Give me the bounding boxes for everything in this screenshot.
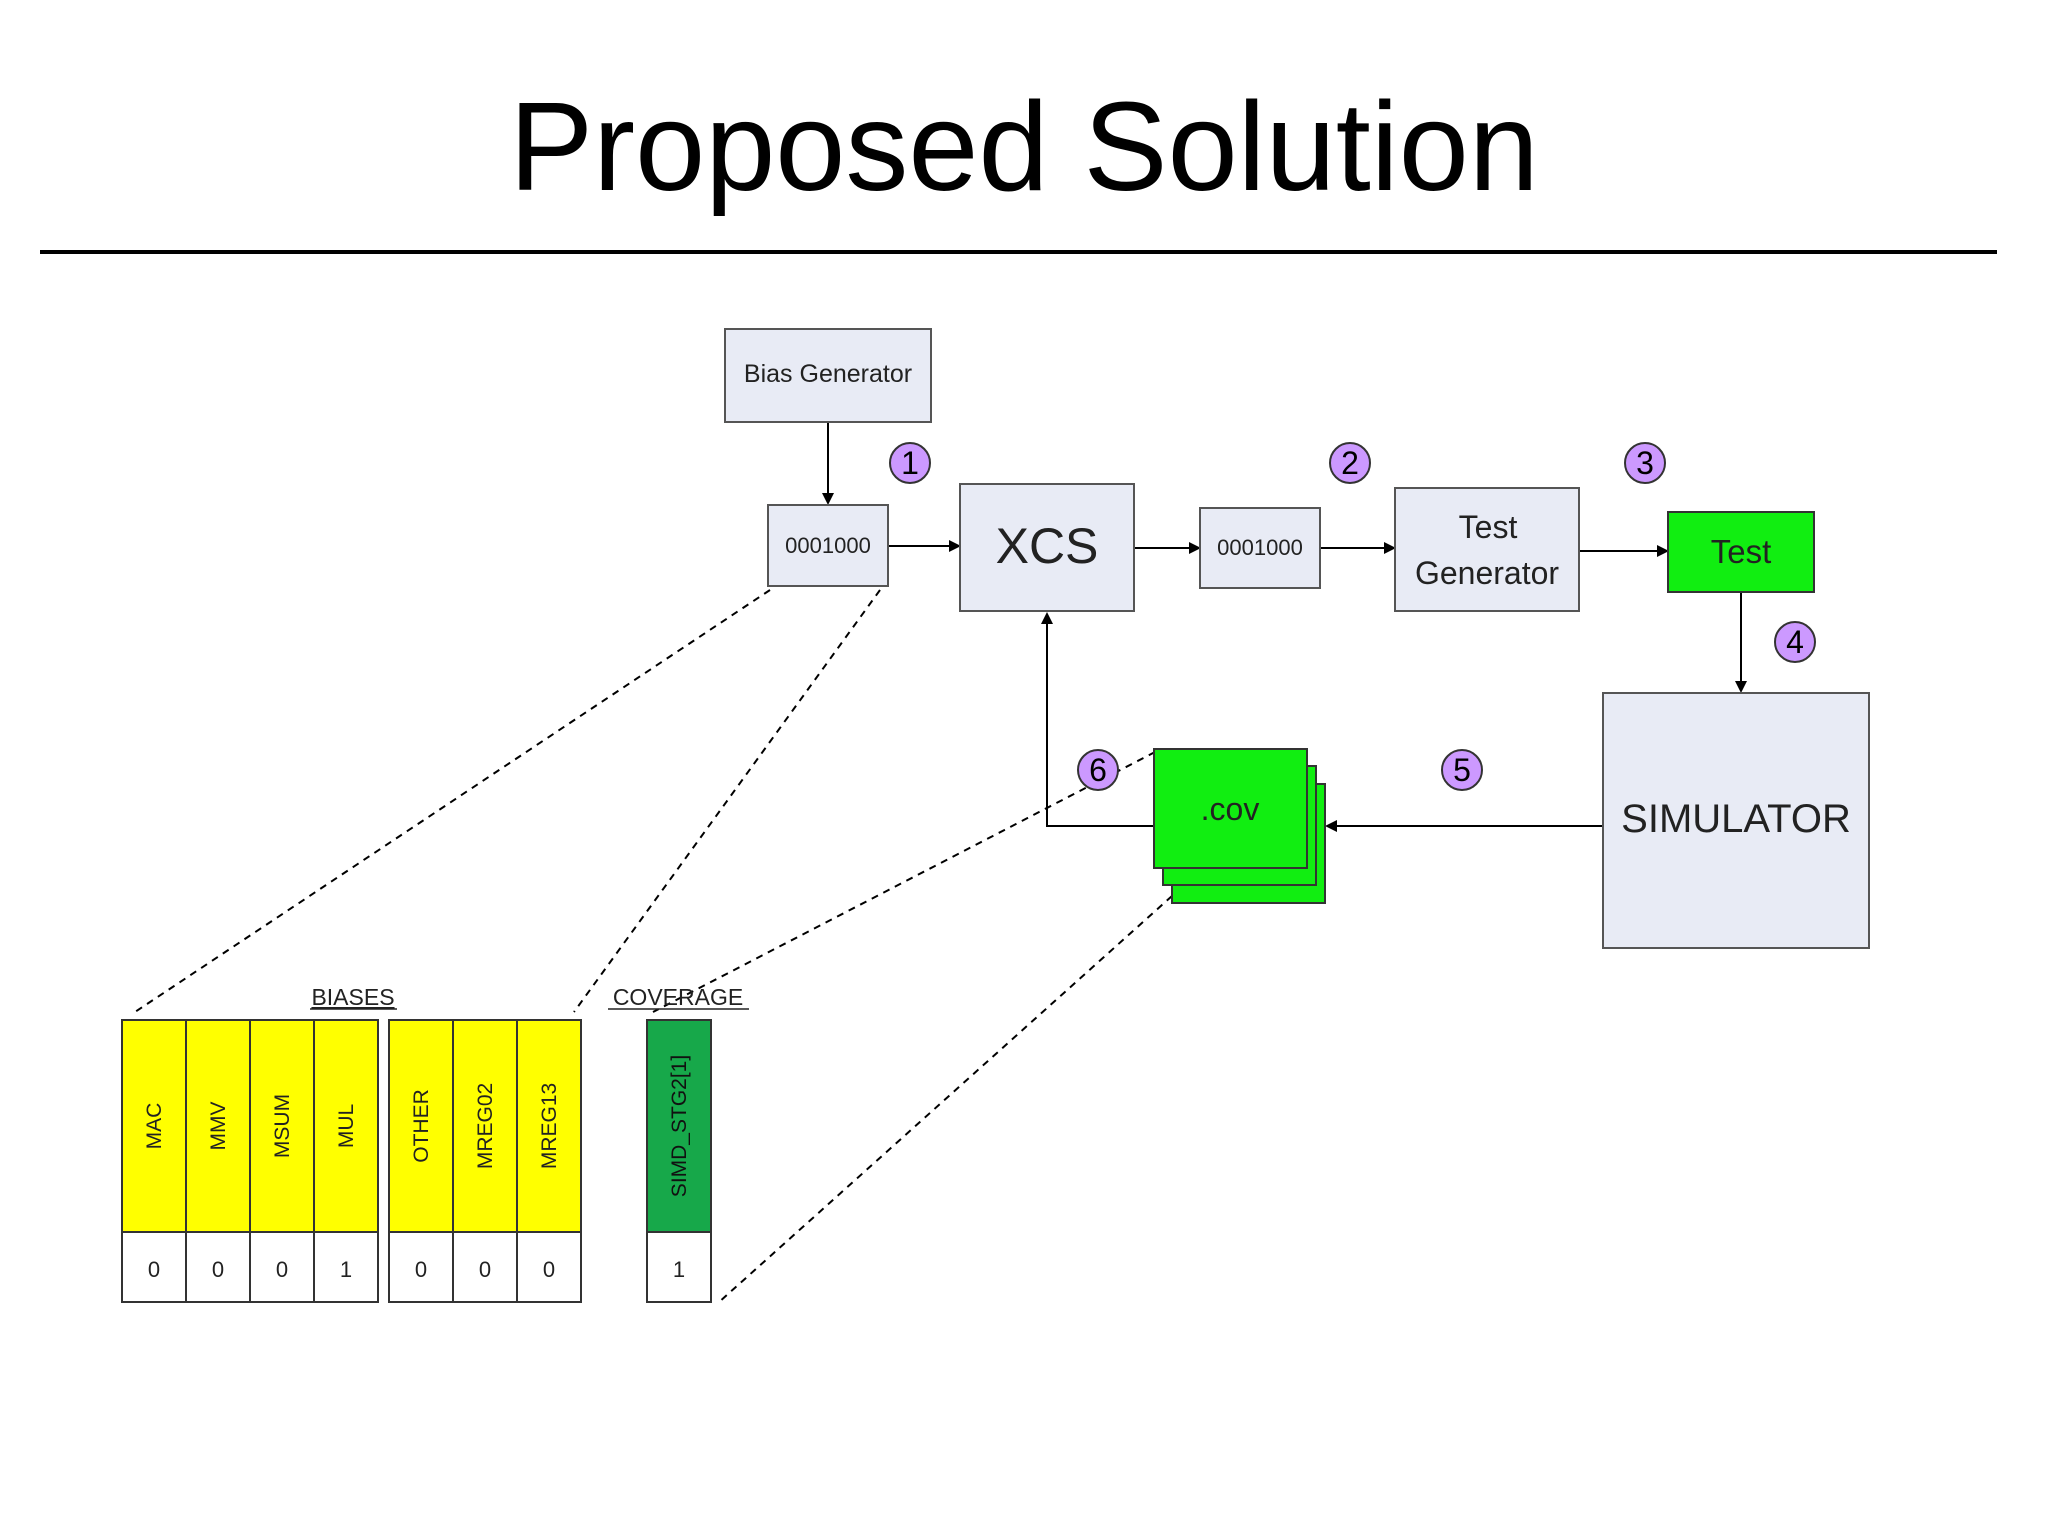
column-label: MREG02 (474, 1083, 497, 1169)
bias-table-group-1: MAC 0 MMV 0 MSUM 0 MUL 1 (121, 1019, 379, 1303)
bits-out-box: 0001000 (1199, 507, 1321, 589)
arrow-cov-to-xcs (1041, 612, 1153, 827)
value-cell (388, 1231, 454, 1303)
arrows (822, 422, 1747, 832)
simulator-box: SIMULATOR (1602, 692, 1870, 949)
value-cell (313, 1231, 379, 1303)
value-cell (646, 1231, 712, 1303)
bits-out-label: 0001000 (1217, 535, 1303, 560)
coverage-heading: COVERAGE (613, 984, 743, 1010)
column-header-cell (185, 1019, 251, 1233)
step-3-marker: 3 (1624, 442, 1666, 484)
bits-in-label: 0001000 (785, 533, 871, 558)
bit-value: 1 (340, 1257, 352, 1282)
step-6-marker: 6 (1077, 749, 1119, 791)
value-cell (185, 1231, 251, 1303)
biases-heading: BIASES (311, 984, 394, 1010)
xcs-label: XCS (996, 518, 1099, 574)
bias-generator-box: Bias Generator (724, 328, 932, 423)
step-5-marker: 5 (1441, 749, 1483, 791)
zoom-line-cov-top (652, 751, 1156, 1013)
xcs-box: XCS (959, 483, 1135, 612)
column-label: MMV (207, 1102, 230, 1151)
step-2-marker: 2 (1329, 442, 1371, 484)
step-1-label: 1 (901, 445, 919, 481)
bit-value: 0 (479, 1257, 491, 1282)
slide-title: Proposed Solution (509, 76, 1539, 217)
test-label: Test (1711, 533, 1772, 570)
step-2-label: 2 (1341, 445, 1359, 481)
bit-value: 0 (543, 1257, 555, 1282)
test-generator-box: Test Generator (1394, 487, 1580, 612)
title-divider (40, 250, 1997, 254)
column-label: MREG13 (538, 1083, 561, 1169)
value-cell (452, 1231, 518, 1303)
bit-value: 0 (276, 1257, 288, 1282)
value-cell (249, 1231, 315, 1303)
zoom-line-left (134, 589, 771, 1013)
column-label: OTHER (410, 1089, 433, 1163)
column-label: SIMD_STG2[1] (668, 1055, 691, 1197)
bit-value: 1 (673, 1257, 685, 1282)
test-generator-label-line1: Test (1459, 509, 1518, 545)
cov-file-front (1153, 748, 1308, 869)
bit-value: 0 (415, 1257, 427, 1282)
test-generator-label-line2: Generator (1415, 555, 1559, 591)
step-4-label: 4 (1786, 624, 1804, 660)
zoom-line-right (573, 589, 881, 1013)
value-cell (121, 1231, 187, 1303)
simulator-label: SIMULATOR (1621, 797, 1851, 841)
bias-generator-label: Bias Generator (744, 360, 912, 388)
bit-value: 0 (212, 1257, 224, 1282)
test-box: Test (1667, 511, 1815, 593)
zoom-line-cov-bottom (717, 895, 1173, 1304)
cov-file-stack: .cov (1153, 748, 1326, 904)
bit-value: 0 (148, 1257, 160, 1282)
value-cell (516, 1231, 582, 1303)
column-label: MAC (143, 1103, 166, 1150)
column-label: MUL (335, 1104, 358, 1148)
step-5-label: 5 (1453, 752, 1471, 788)
cov-label: .cov (1201, 791, 1260, 827)
coverage-table: SIMD_STG2[1] 1 (646, 1019, 712, 1303)
bits-in-box: 0001000 (767, 504, 889, 587)
step-6-label: 6 (1089, 752, 1107, 788)
step-3-label: 3 (1636, 445, 1654, 481)
step-1-marker: 1 (889, 442, 931, 484)
zoom-lines (134, 589, 1173, 1304)
column-header-cell (516, 1019, 582, 1233)
bias-table-group-2: OTHER 0 MREG02 0 MREG13 0 (388, 1019, 582, 1303)
column-label: MSUM (271, 1094, 294, 1158)
step-4-marker: 4 (1774, 621, 1816, 663)
